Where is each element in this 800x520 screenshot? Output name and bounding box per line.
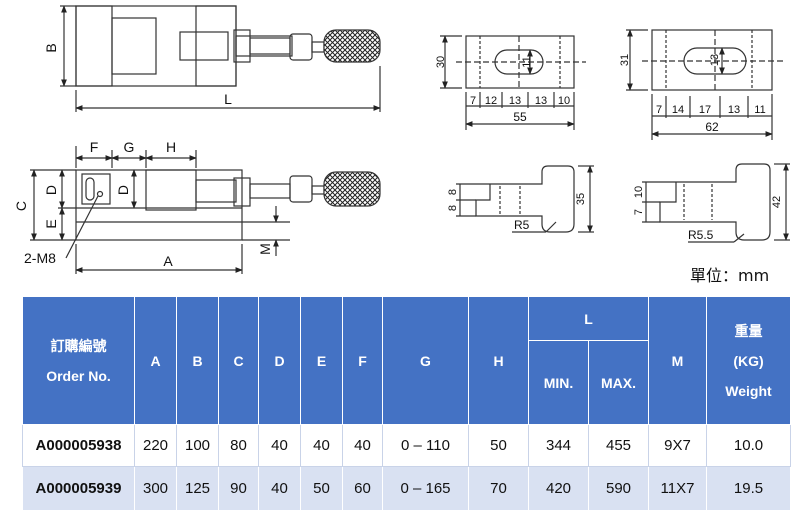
cell-order: A000005939 [22, 466, 135, 511]
header-order-en: Order No. [46, 367, 111, 384]
header-e: E [300, 296, 343, 425]
table-row: A000005939 300 125 90 40 50 60 0 – 165 7… [22, 466, 791, 511]
dim-c-label: C [13, 201, 29, 211]
cell-g: 0 – 110 [382, 424, 469, 467]
dim-b-label: B [43, 43, 59, 52]
cell-c: 80 [218, 424, 259, 467]
header-weight: 重量 (KG) Weight [706, 296, 791, 425]
cell-d: 40 [258, 424, 301, 467]
clamp-small-top-view [440, 35, 586, 130]
clamp-small-side-view [456, 165, 594, 233]
small-side-height: 35 [575, 193, 587, 205]
header-l-min: MIN. [528, 340, 589, 425]
header-g: G [382, 296, 469, 425]
thread-label: 2-M8 [24, 250, 56, 266]
dim-g-label: G [124, 139, 135, 155]
large-side-height: 42 [771, 196, 783, 208]
cell-a: 220 [134, 424, 177, 467]
dim-f-label: F [90, 139, 99, 155]
small-side-step-top: 8 [447, 189, 459, 195]
dim-d2-label: D [115, 185, 131, 195]
header-weight-unit: (KG) [733, 352, 764, 369]
cell-d: 40 [258, 466, 301, 511]
cell-g: 0 – 165 [382, 466, 469, 511]
cell-e: 50 [300, 466, 343, 511]
header-h: H [468, 296, 529, 425]
cell-h: 50 [468, 424, 529, 467]
spec-table: 訂購編號 Order No. A B C D E F G H L M 重量 (K… [22, 296, 791, 511]
large-seg-5: 11 [754, 104, 765, 116]
large-side-step-bottom: 7 [633, 209, 645, 215]
header-b: B [176, 296, 219, 425]
cell-l-min: 420 [528, 466, 589, 511]
vise-top-view [60, 5, 381, 112]
header-f: F [342, 296, 383, 425]
table-row: A000005938 220 100 80 40 40 40 0 – 110 5… [22, 424, 791, 467]
cell-f: 40 [342, 424, 383, 467]
header-order: 訂購編號 Order No. [22, 296, 135, 425]
large-seg-4: 13 [728, 104, 740, 116]
header-order-zh: 訂購編號 [50, 337, 107, 354]
dim-h-label: H [166, 139, 176, 155]
technical-drawing: B L F G H C D E D M A 2-M8 30 11 7 12 13… [13, 5, 790, 274]
cell-e: 40 [300, 424, 343, 467]
header-d: D [258, 296, 301, 425]
large-top-height: 31 [619, 54, 631, 66]
header-l-max: MAX. [588, 340, 649, 425]
header-weight-en: Weight [725, 382, 772, 399]
large-side-radius: R5.5 [688, 228, 714, 242]
small-seg-1: 7 [470, 95, 476, 107]
cell-m: 11X7 [648, 466, 707, 511]
dim-a-label: A [163, 253, 173, 269]
header-a: A [134, 296, 177, 425]
cell-l-max: 455 [588, 424, 649, 467]
header-m: M [648, 296, 707, 425]
cell-b: 100 [176, 424, 219, 467]
large-seg-3: 17 [699, 104, 711, 116]
header-weight-zh: 重量 [734, 322, 763, 339]
unit-label: 單位：mm [690, 266, 770, 285]
cell-a: 300 [134, 466, 177, 511]
header-l: L [528, 296, 649, 341]
large-top-slot: 13 [709, 54, 721, 66]
small-top-height: 30 [435, 56, 447, 68]
cell-weight: 19.5 [706, 466, 791, 511]
cell-c: 90 [218, 466, 259, 511]
clamp-large-top-view [626, 29, 784, 140]
cell-m: 9X7 [648, 424, 707, 467]
large-seg-2: 14 [672, 104, 684, 116]
cell-order: A000005938 [22, 424, 135, 467]
dim-l-label: L [224, 91, 232, 107]
cell-l-max: 590 [588, 466, 649, 511]
dim-e-label: E [43, 219, 59, 228]
cell-b: 125 [176, 466, 219, 511]
small-seg-2: 12 [485, 95, 497, 107]
dim-m-label: M [257, 243, 273, 255]
cell-weight: 10.0 [706, 424, 791, 467]
large-seg-1: 7 [656, 104, 662, 116]
header-c: C [218, 296, 259, 425]
cell-f: 60 [342, 466, 383, 511]
small-side-radius: R5 [514, 218, 530, 232]
small-top-total: 55 [513, 110, 527, 124]
small-top-slot: 11 [521, 56, 533, 67]
cell-h: 70 [468, 466, 529, 511]
clamp-large-side-view [642, 163, 790, 243]
small-side-step-bottom: 8 [447, 205, 459, 211]
small-seg-3: 13 [509, 95, 521, 107]
small-seg-5: 10 [558, 95, 570, 107]
large-top-total: 62 [705, 120, 719, 134]
cell-l-min: 344 [528, 424, 589, 467]
vise-side-view [30, 146, 381, 274]
large-side-step-top: 10 [633, 186, 645, 198]
dim-d-label: D [43, 185, 59, 195]
small-seg-4: 13 [535, 95, 547, 107]
